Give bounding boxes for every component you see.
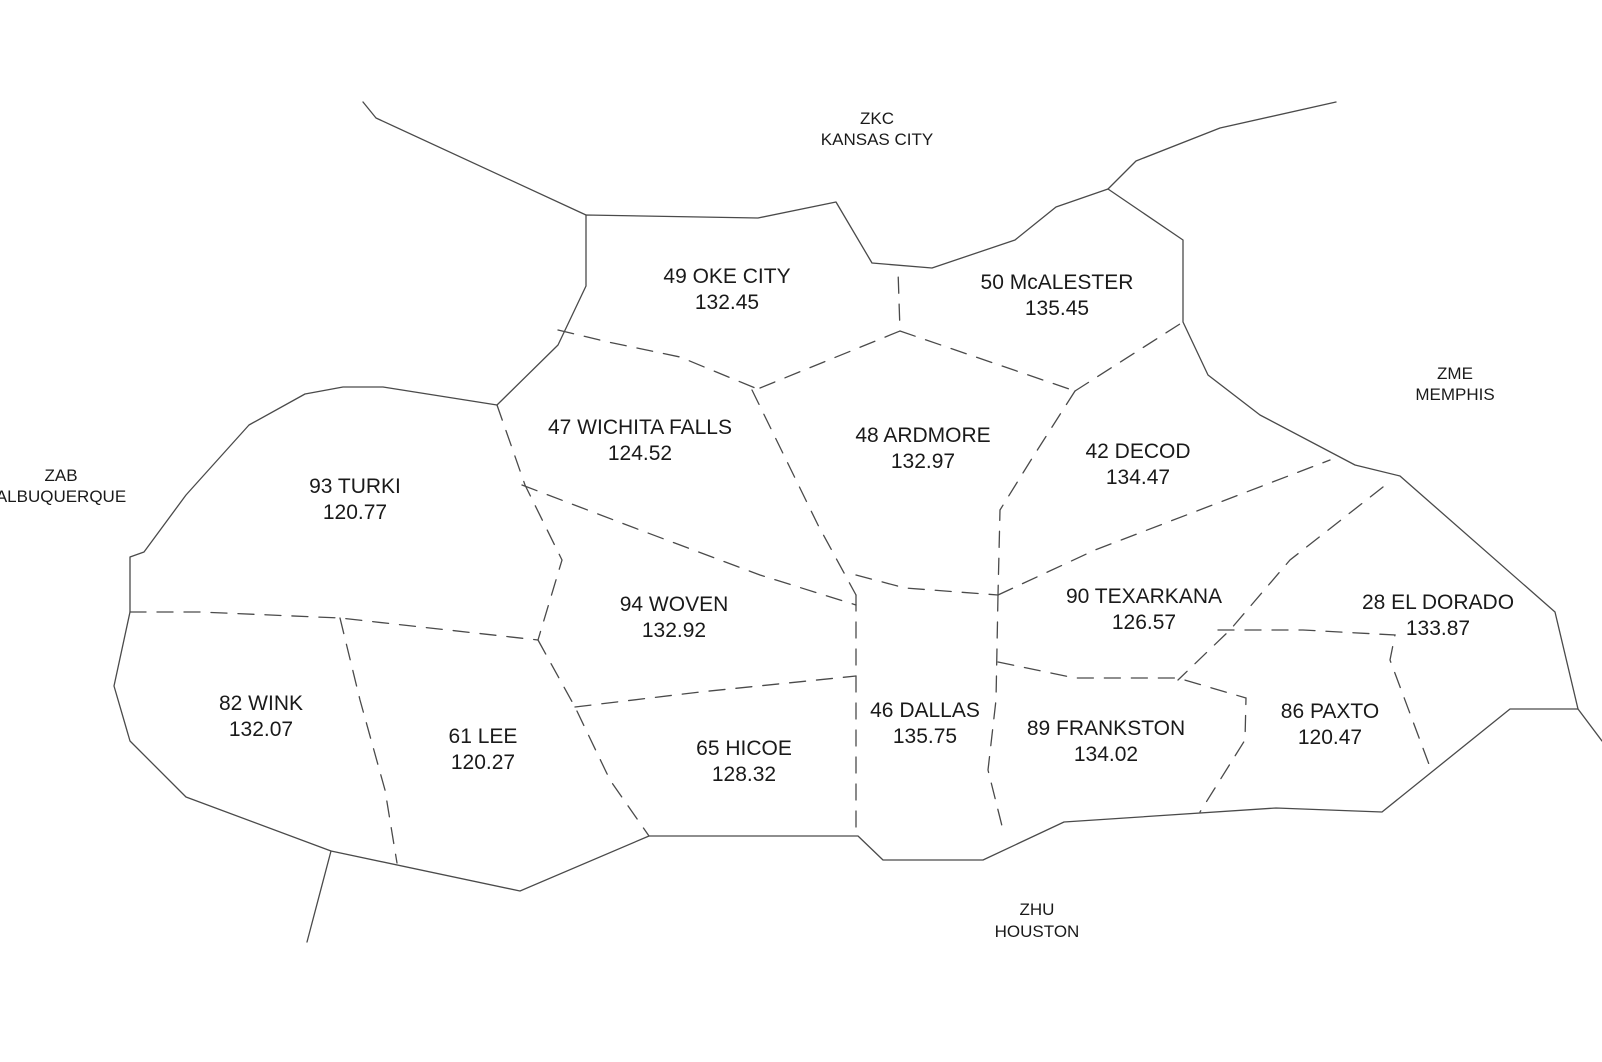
- sector-label-46: 46 DALLAS 135.75: [870, 699, 980, 748]
- sector-line-47-93: [496, 404, 563, 641]
- sector-label-47: 47 WICHITA FALLS 124.52: [548, 416, 732, 465]
- sector-frequency: 132.92: [642, 619, 706, 642]
- boundary-zkc-zme: [1107, 101, 1337, 190]
- sector-name: 86 PAXTO: [1281, 700, 1379, 723]
- sector-name: 94 WOVEN: [620, 593, 729, 616]
- center-name: KANSAS CITY: [821, 130, 933, 149]
- sector-line-47-94: [521, 484, 857, 606]
- sector-line-48-42: [997, 390, 1076, 596]
- center-code: ZME: [1437, 364, 1473, 383]
- sector-line-90-89: [997, 661, 1247, 813]
- boundary-zme-zhu: [1577, 708, 1602, 742]
- sector-line-82-61: [339, 617, 398, 864]
- sector-frequency: 124.52: [608, 442, 672, 465]
- sector-frequency: 120.47: [1298, 726, 1362, 749]
- sector-name: 49 OKE CITY: [663, 265, 790, 288]
- sector-label-65: 65 HICOE 128.32: [696, 737, 792, 786]
- sector-name: 46 DALLAS: [870, 699, 980, 722]
- center-name: MEMPHIS: [1415, 385, 1494, 404]
- sector-frequency: 134.02: [1074, 743, 1138, 766]
- sector-frequency: 126.57: [1112, 611, 1176, 634]
- sector-frequency: 132.97: [891, 450, 955, 473]
- sector-name: 93 TURKI: [309, 475, 401, 498]
- center-label-zhu: ZHU HOUSTON: [995, 900, 1080, 941]
- center-name: HOUSTON: [995, 922, 1080, 941]
- sector-frequency: 132.45: [695, 291, 759, 314]
- sector-frequency: 134.47: [1106, 466, 1170, 489]
- sector-name: 65 HICOE: [696, 737, 792, 760]
- center-code: ZAB: [44, 466, 77, 485]
- sector-line-50-48: [899, 330, 1076, 392]
- sector-line-94-61: [537, 639, 650, 837]
- center-label-zab: ZAB ALBUQUERQUE: [0, 466, 126, 506]
- sector-label-48: 48 ARDMORE 132.97: [855, 424, 990, 473]
- sector-line-49-47: [557, 329, 761, 391]
- sector-label-61: 61 LEE 120.27: [449, 725, 518, 774]
- sector-label-93: 93 TURKI 120.77: [309, 475, 401, 524]
- sector-label-86: 86 PAXTO 120.47: [1281, 700, 1379, 749]
- center-name: ALBUQUERQUE: [0, 487, 126, 506]
- sector-name: 61 LEE: [449, 725, 518, 748]
- sector-line-42-90: [997, 459, 1331, 596]
- sector-name: 82 WINK: [219, 692, 303, 715]
- sector-line-47-48: [751, 389, 857, 596]
- sector-line-90-28: [1177, 486, 1384, 681]
- sector-frequency: 132.07: [229, 718, 293, 741]
- sector-name: 47 WICHITA FALLS: [548, 416, 732, 439]
- sector-label-42: 42 DECOD 134.47: [1085, 440, 1190, 489]
- sector-name: 28 EL DORADO: [1362, 591, 1514, 614]
- sector-line-93-82: [129, 611, 539, 641]
- sector-frequency: 135.45: [1025, 297, 1089, 320]
- boundary-zab-zkc: [362, 101, 587, 216]
- center-code: ZHU: [1020, 900, 1055, 919]
- sector-name: 90 TEXARKANA: [1066, 585, 1222, 608]
- sector-line-28-86: [1217, 629, 1431, 768]
- sector-frequency: 128.32: [712, 763, 776, 786]
- sector-line-46-89: [987, 594, 1004, 831]
- sector-line-94-65: [574, 675, 857, 708]
- sector-label-49: 49 OKE CITY 132.45: [663, 265, 790, 314]
- sector-name: 89 FRANKSTON: [1027, 717, 1185, 740]
- sector-frequency: 135.75: [893, 725, 957, 748]
- sector-name: 50 McALESTER: [981, 271, 1134, 294]
- boundary-zab-zhu: [306, 850, 332, 943]
- center-boundary: [113, 188, 1579, 892]
- sector-label-89: 89 FRANKSTON 134.02: [1027, 717, 1185, 766]
- sector-label-28: 28 EL DORADO 133.87: [1362, 591, 1514, 640]
- sector-label-90: 90 TEXARKANA 126.57: [1066, 585, 1222, 634]
- sector-line-48-south: [855, 574, 999, 596]
- sector-frequency: 120.77: [323, 501, 387, 524]
- center-code: ZKC: [860, 109, 894, 128]
- sector-name: 42 DECOD: [1085, 440, 1190, 463]
- sector-label-82: 82 WINK 132.07: [219, 692, 303, 741]
- sector-name: 48 ARDMORE: [855, 424, 990, 447]
- center-label-zkc: ZKC KANSAS CITY: [821, 109, 933, 149]
- sector-line-50-42: [1074, 321, 1184, 392]
- sector-frequency: 120.27: [451, 751, 515, 774]
- sector-label-94: 94 WOVEN 132.92: [620, 593, 729, 642]
- center-label-zme: ZME MEMPHIS: [1415, 364, 1494, 404]
- sector-frequency: 133.87: [1406, 617, 1470, 640]
- sector-label-50: 50 McALESTER 135.45: [981, 271, 1134, 320]
